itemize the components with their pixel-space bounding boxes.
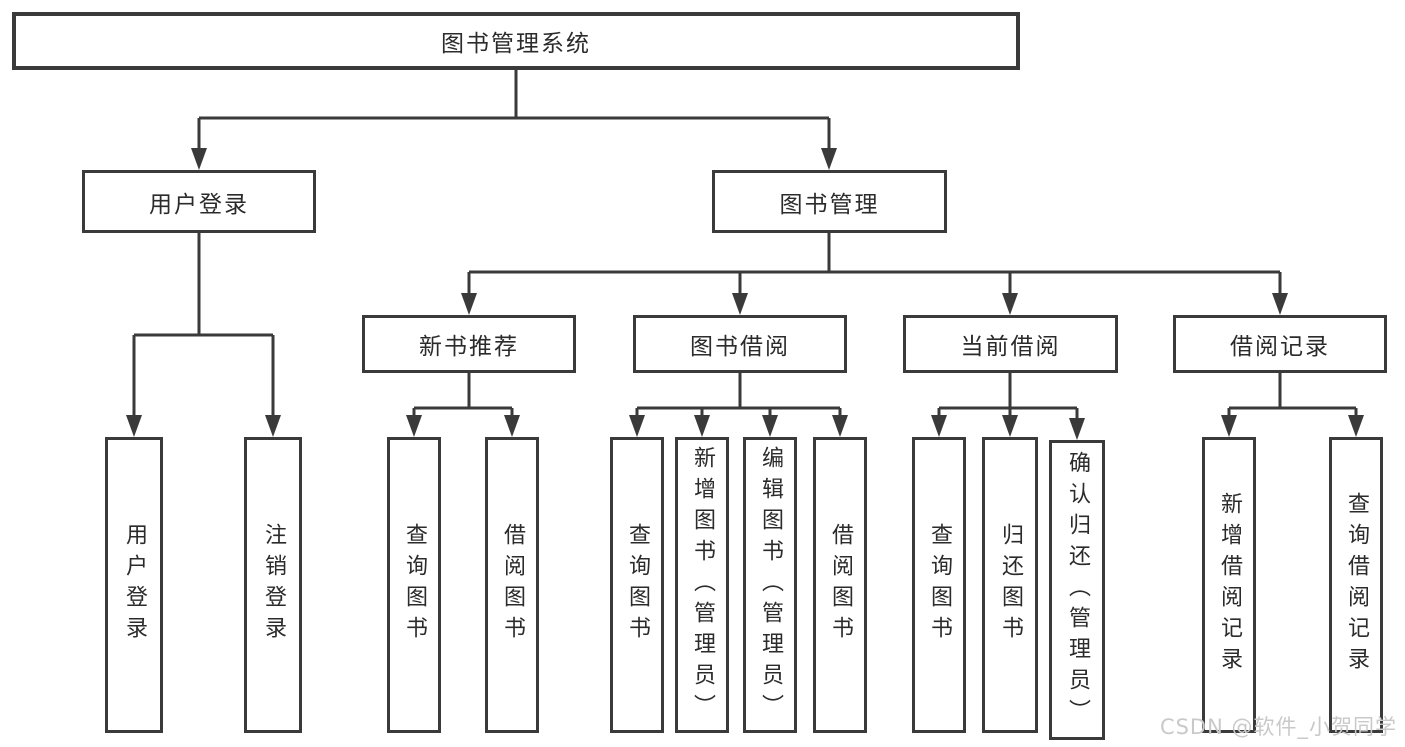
node-label: 图书借阅	[690, 334, 790, 360]
arrowhead	[762, 415, 778, 437]
node-label: 用户登录	[122, 523, 147, 647]
arrowhead	[126, 415, 142, 437]
arrowhead	[832, 415, 848, 437]
node-book-borrowing: 图书借阅	[633, 315, 847, 373]
node-label: 新增借阅记录	[1217, 492, 1242, 678]
node-new-book-recommend: 新书推荐	[362, 315, 576, 373]
connector-book-mgmt-to-level3	[461, 233, 1288, 315]
arrowhead	[931, 415, 947, 437]
leaf-borrow-books-1: 借阅图书	[485, 437, 539, 733]
node-book-management: 图书管理	[712, 170, 947, 233]
leaf-confirm-return-admin: 确认归还（管理员）	[1049, 440, 1105, 740]
arrowhead	[504, 415, 520, 437]
node-library-management-system: 图书管理系统	[12, 12, 1020, 70]
leaf-add-borrow-record: 新增借阅记录	[1202, 437, 1256, 733]
node-label: 查询借阅记录	[1344, 492, 1369, 678]
node-label: 借阅图书	[500, 523, 525, 647]
node-label: 归还图书	[998, 523, 1023, 647]
node-current-borrowing: 当前借阅	[903, 315, 1118, 373]
leaf-logout: 注销登录	[244, 437, 302, 733]
node-label: 用户登录	[149, 191, 249, 218]
node-label: 图书管理系统	[441, 31, 591, 57]
node-label: 编辑图书（管理员）	[758, 445, 783, 725]
arrowhead	[1272, 293, 1288, 315]
leaf-edit-books-admin: 编辑图书（管理员）	[743, 437, 797, 733]
leaf-query-books-1: 查询图书	[387, 437, 441, 733]
node-label: 查询图书	[402, 523, 427, 647]
arrowhead	[406, 415, 422, 437]
arrowhead	[1002, 415, 1018, 437]
leaf-user-login: 用户登录	[105, 437, 163, 733]
leaf-query-books-2: 查询图书	[610, 437, 664, 733]
arrowhead	[191, 148, 207, 170]
arrowhead	[694, 415, 710, 437]
leaf-query-borrow-record: 查询借阅记录	[1329, 437, 1383, 733]
connector-new-books-to-leaves	[406, 373, 520, 437]
arrowhead	[1002, 293, 1018, 315]
leaf-borrow-books-2: 借阅图书	[813, 437, 867, 733]
leaf-add-books-admin: 新增图书（管理员）	[675, 437, 729, 733]
connector-borrow-records-to-leaves	[1221, 373, 1364, 437]
node-label: 借阅图书	[828, 523, 853, 647]
arrowhead	[1221, 415, 1237, 437]
node-label: 新书推荐	[419, 334, 519, 360]
arrowhead	[629, 415, 645, 437]
arrowhead	[1069, 418, 1085, 440]
node-label: 新增图书（管理员）	[690, 445, 715, 725]
node-label: 图书管理	[779, 191, 880, 218]
connector-book-borrow-to-leaves	[629, 373, 848, 437]
node-label: 确认归还（管理员）	[1065, 450, 1090, 730]
arrowhead	[265, 415, 281, 437]
csdn-watermark: CSDN @软件_小贺同学	[1159, 715, 1397, 739]
leaf-return-books: 归还图书	[982, 437, 1038, 733]
node-label: 借阅记录	[1230, 334, 1330, 360]
arrowhead	[732, 293, 748, 315]
arrowhead	[461, 293, 477, 315]
arrowhead	[1348, 415, 1364, 437]
connector-user-login-to-leaves	[126, 233, 281, 437]
node-user-login: 用户登录	[82, 170, 316, 233]
node-borrowing-records: 借阅记录	[1173, 315, 1387, 373]
node-label: 注销登录	[261, 523, 286, 647]
node-label: 查询图书	[625, 523, 650, 647]
arrowhead	[821, 148, 837, 170]
connector-root-to-level2	[191, 70, 837, 170]
leaf-query-books-3: 查询图书	[912, 437, 966, 733]
connector-current-borrow-to-leaves	[931, 373, 1085, 440]
node-label: 查询图书	[927, 523, 952, 647]
node-label: 当前借阅	[960, 334, 1061, 360]
